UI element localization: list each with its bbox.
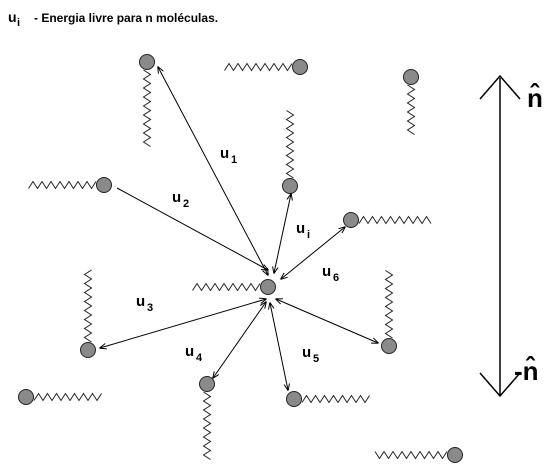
svg-text:3: 3 bbox=[147, 302, 153, 314]
molecule bbox=[224, 59, 308, 75]
molecule-tail bbox=[202, 391, 212, 460]
arrow-u4 bbox=[213, 302, 266, 378]
molecule-head bbox=[199, 376, 215, 392]
director-label-top: n̂ bbox=[527, 82, 543, 113]
arrow-u3 bbox=[100, 299, 266, 348]
molecule-head bbox=[292, 59, 308, 75]
caption: u i - Energia livre para n moléculas. bbox=[8, 9, 218, 29]
molecule-tail bbox=[224, 62, 293, 72]
molecule-tail bbox=[142, 69, 152, 147]
svg-text:u: u bbox=[302, 344, 311, 361]
molecule-tail bbox=[301, 394, 370, 404]
molecule-tail bbox=[374, 450, 448, 460]
molecule bbox=[139, 54, 155, 147]
caption-symbol: u bbox=[8, 9, 17, 25]
svg-text:u: u bbox=[296, 220, 305, 237]
interaction-arrows bbox=[100, 67, 378, 390]
svg-text:u: u bbox=[220, 145, 229, 162]
label-ui: u i bbox=[296, 220, 310, 241]
arrow-u2 bbox=[116, 187, 268, 270]
molecule bbox=[199, 376, 215, 460]
molecule bbox=[18, 389, 102, 405]
molecule-head bbox=[96, 177, 112, 193]
molecule bbox=[192, 279, 276, 295]
label-u2: u 2 bbox=[172, 189, 189, 210]
molecule bbox=[403, 69, 419, 135]
arrow-u6 bbox=[281, 227, 345, 279]
molecule-head bbox=[381, 338, 397, 354]
molecule-head bbox=[447, 447, 463, 463]
arrow-u1 bbox=[158, 67, 268, 275]
molecule-head bbox=[286, 391, 302, 407]
molecule bbox=[286, 391, 370, 407]
label-u6: u 6 bbox=[322, 263, 339, 284]
molecule-tail bbox=[358, 215, 432, 225]
molecule bbox=[343, 212, 432, 228]
molecule bbox=[80, 269, 96, 358]
molecule-tail bbox=[192, 282, 261, 292]
label-u1: u 1 bbox=[220, 145, 237, 166]
molecule-tail bbox=[83, 269, 93, 343]
caption-text: - Energia livre para n moléculas. bbox=[34, 11, 218, 25]
molecule-head bbox=[403, 69, 419, 85]
molecule-tail bbox=[33, 392, 102, 402]
molecule-head bbox=[282, 178, 298, 194]
director-axis: n̂ -n̂ bbox=[479, 74, 543, 398]
molecule-head bbox=[80, 342, 96, 358]
caption-subscript: i bbox=[17, 17, 20, 29]
svg-text:u: u bbox=[136, 293, 145, 310]
svg-text:6: 6 bbox=[333, 272, 339, 284]
molecule-tail bbox=[28, 180, 97, 190]
svg-text:4: 4 bbox=[196, 352, 203, 364]
molecule-tail bbox=[285, 110, 295, 179]
svg-text:5: 5 bbox=[313, 353, 319, 365]
arrow-u5 bbox=[270, 303, 288, 390]
energy-labels: u 1 u 2 u 3 u 4 u 5 u 6 u i bbox=[136, 145, 339, 365]
director-label-bottom: -n̂ bbox=[514, 355, 539, 386]
molecules-group bbox=[18, 54, 463, 463]
svg-text:u: u bbox=[322, 263, 331, 280]
svg-text:2: 2 bbox=[183, 198, 189, 210]
molecule-head bbox=[139, 54, 155, 70]
molecule bbox=[374, 447, 463, 463]
molecule-head bbox=[260, 279, 276, 295]
label-u3: u 3 bbox=[136, 293, 153, 314]
svg-text:i: i bbox=[307, 229, 310, 241]
svg-text:u: u bbox=[185, 343, 194, 360]
molecule-head bbox=[18, 389, 34, 405]
director-arrowhead-top bbox=[479, 74, 521, 100]
molecule-head bbox=[343, 212, 359, 228]
molecule-tail bbox=[384, 270, 394, 339]
molecule bbox=[28, 177, 112, 193]
label-u5: u 5 bbox=[302, 344, 319, 365]
svg-text:1: 1 bbox=[231, 154, 237, 166]
molecule bbox=[381, 270, 397, 354]
molecule bbox=[282, 110, 298, 194]
label-u4: u 4 bbox=[185, 343, 203, 364]
molecule-tail bbox=[406, 84, 416, 135]
svg-text:u: u bbox=[172, 189, 181, 206]
director-arrowhead-bottom bbox=[479, 372, 521, 398]
arrow-ui-up bbox=[274, 194, 291, 273]
arrow-to-right bbox=[276, 299, 378, 343]
